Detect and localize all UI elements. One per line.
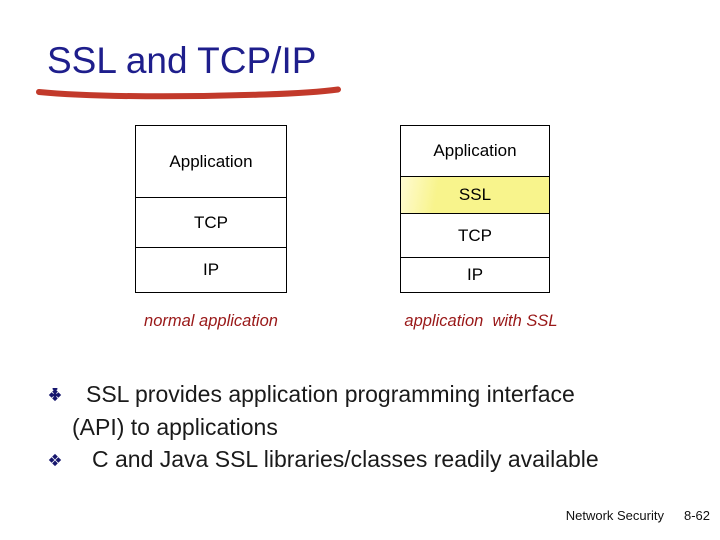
title-underline-stroke	[36, 86, 341, 100]
bullet-text: SSL provides application programming int…	[72, 378, 700, 443]
layer-label: Application	[169, 151, 253, 171]
layer-application: Application	[401, 126, 549, 177]
page-title: SSL and TCP/IP	[47, 40, 317, 81]
layer-label: TCP	[458, 225, 492, 245]
caption-normal-application: normal application	[144, 312, 278, 330]
bullet-text: C and Java SSL libraries/classes readily…	[72, 443, 700, 476]
protocol-stack-ssl: Application SSL TCP IP	[400, 125, 550, 293]
layer-ip: IP	[401, 258, 549, 292]
protocol-stack-normal: Application TCP IP	[135, 125, 287, 293]
layer-label: IP	[466, 265, 484, 284]
diamond-bullet-icon	[48, 453, 62, 467]
footer-course-label: Network Security	[565, 508, 664, 523]
layer-tcp: TCP	[136, 198, 286, 248]
layer-tcp: TCP	[401, 214, 549, 258]
layer-label: TCP	[194, 212, 228, 232]
layer-label: SSL	[458, 185, 492, 204]
diamond-bullet-icon	[48, 388, 62, 402]
layer-label: IP	[202, 260, 220, 279]
caption-application-with-ssl: application with SSL	[404, 312, 558, 330]
bullet-line: C and Java SSL libraries/classes readily…	[92, 446, 599, 472]
layer-ssl-highlighted: SSL	[401, 177, 549, 214]
bullet-line: (API) to applications	[72, 413, 278, 440]
layer-label: Application	[433, 141, 517, 160]
layer-ip: IP	[136, 248, 286, 292]
layer-application: Application	[136, 126, 286, 198]
slide-footer: Network Security 8-62	[566, 508, 710, 523]
bullet-item: C and Java SSL libraries/classes readily…	[0, 443, 700, 476]
bullet-line: SSL provides application programming int…	[86, 381, 575, 407]
bullet-item: SSL provides application programming int…	[0, 378, 700, 443]
footer-page-number: 8-62	[683, 508, 710, 523]
